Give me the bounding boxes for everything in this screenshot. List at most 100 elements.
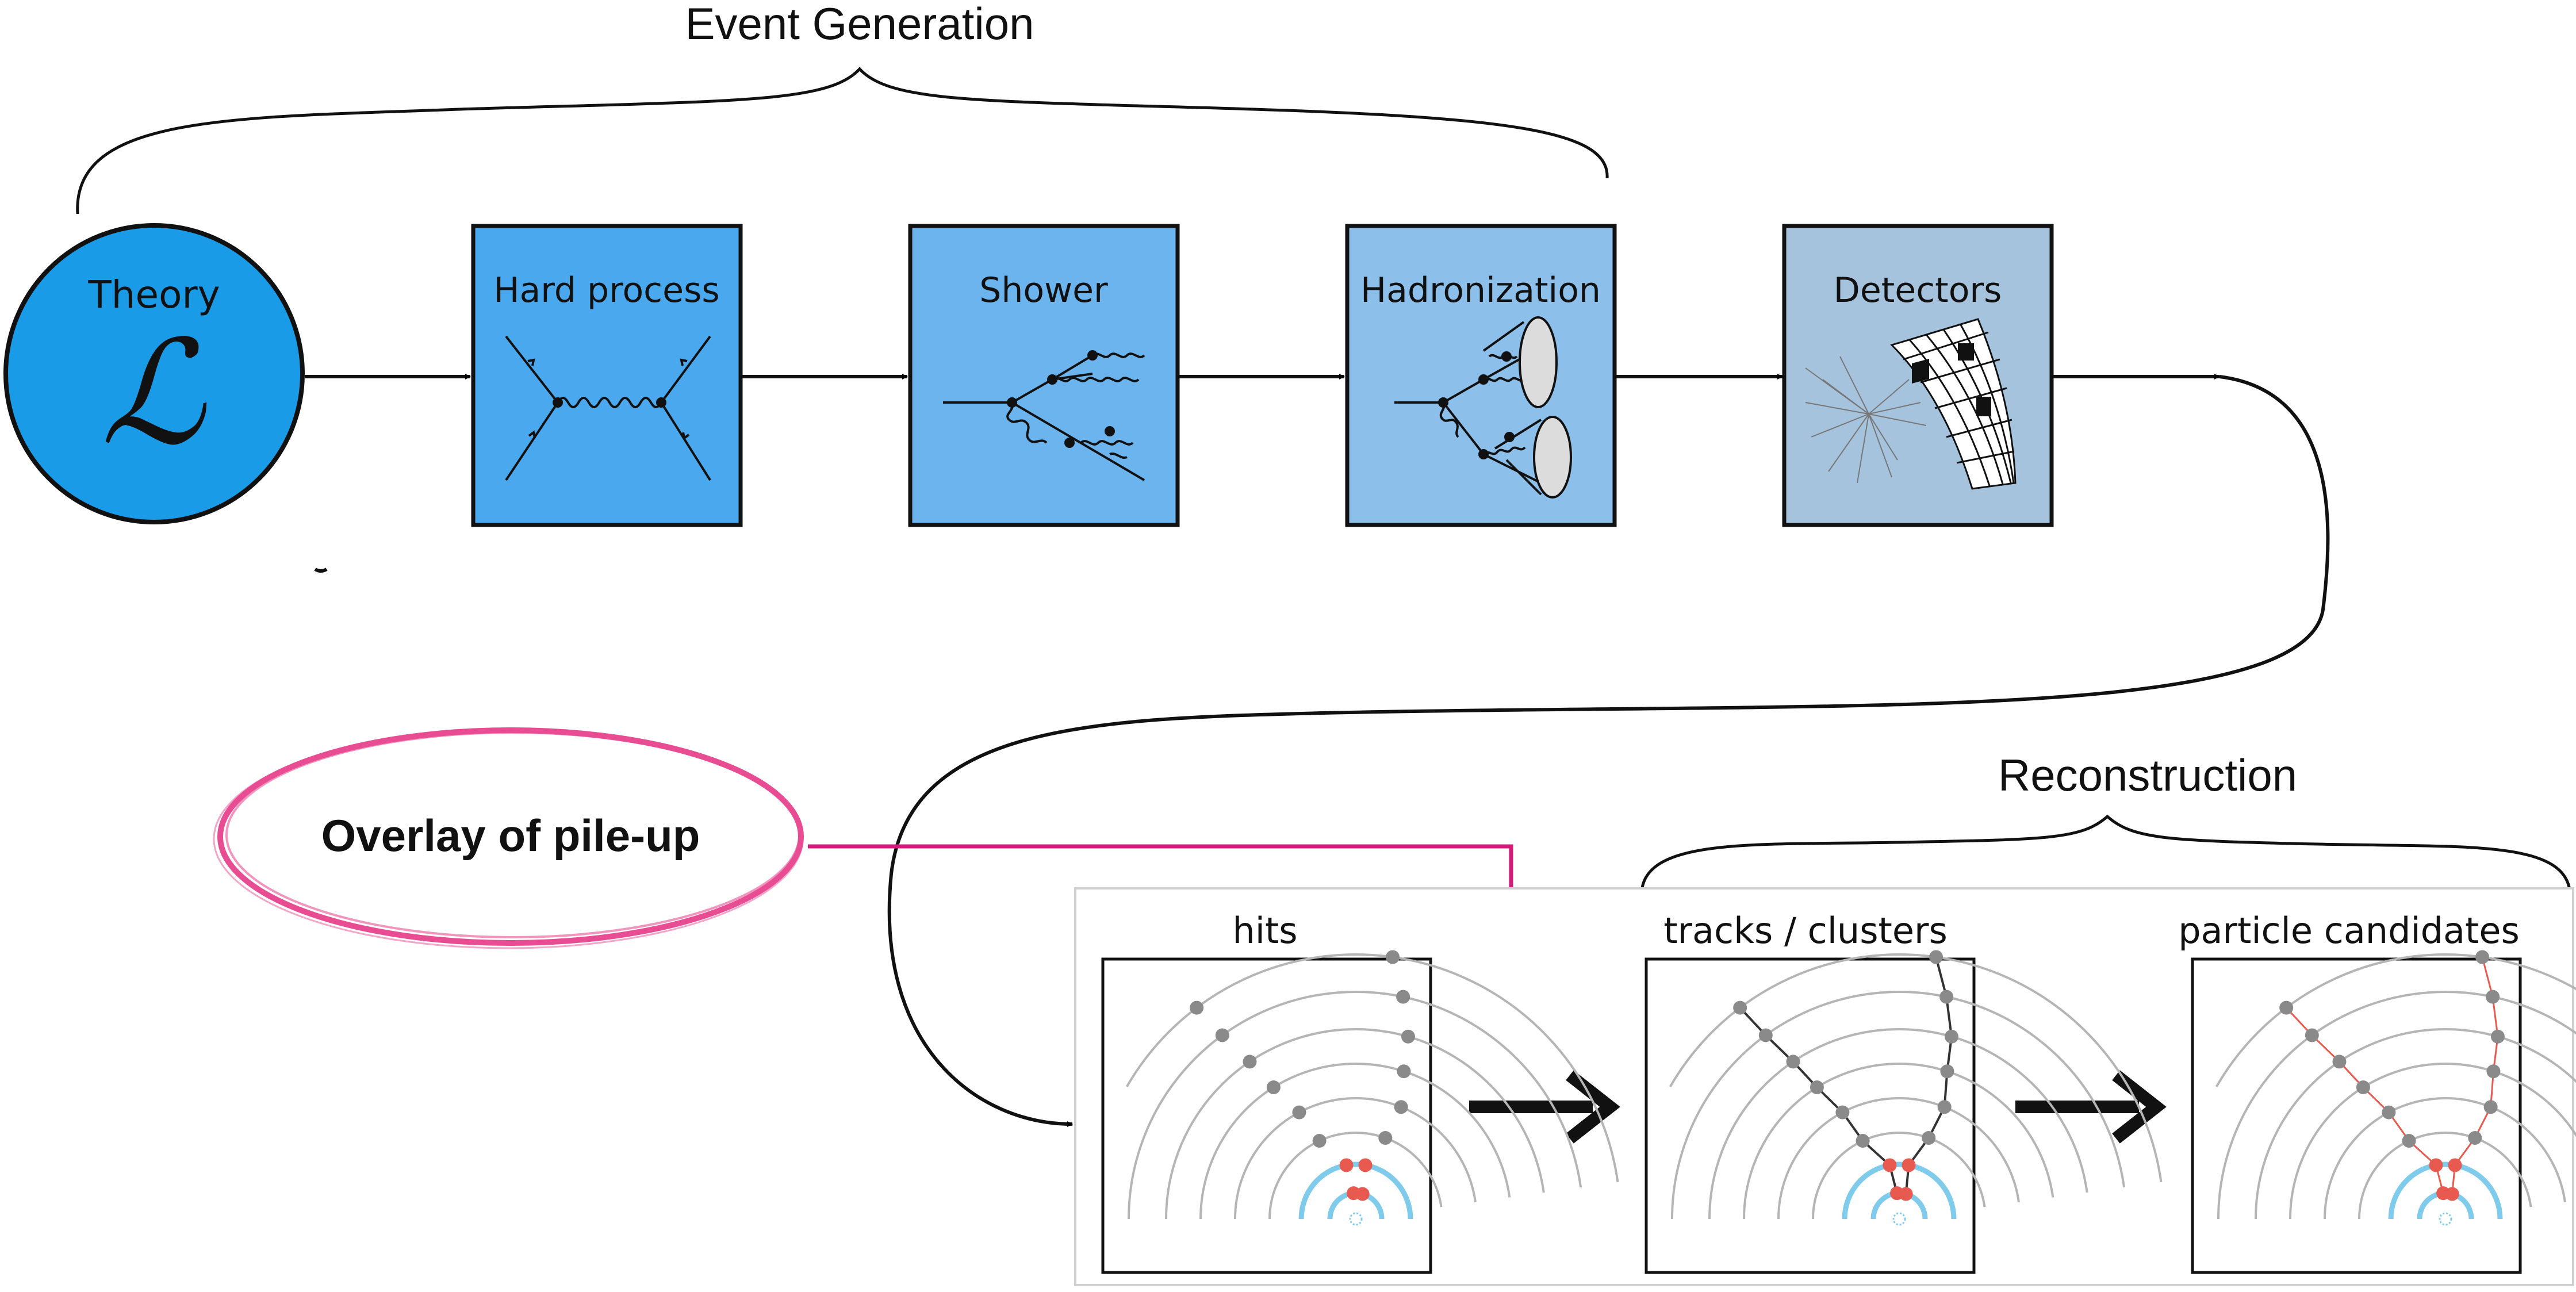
panel-hits: [1101, 957, 1432, 1274]
hit-point: [2490, 1029, 2505, 1044]
pileup-ellipse: Overlay of pile-up: [213, 727, 804, 949]
vertex-marker: [1349, 1212, 1363, 1226]
vertex-marker: [2439, 1212, 2452, 1226]
hit-point: [1312, 1134, 1327, 1148]
hit-point: [1899, 1187, 1913, 1201]
hit-point: [1940, 1064, 1954, 1079]
outer-layer-arc: [2324, 1097, 2566, 1220]
hit-point: [1358, 1158, 1373, 1172]
lagrangian-symbol: ℒ: [101, 309, 209, 477]
arrow-tracks-to-candidates: [2015, 1070, 2167, 1144]
hit-point: [1401, 1029, 1415, 1044]
hit-point: [1292, 1105, 1306, 1120]
event-generation-brace: [76, 67, 1609, 214]
hit-point: [1939, 990, 1954, 1004]
panel-title-tracks: tracks / clusters: [1663, 910, 1948, 952]
hadronization-box: Hadronization: [1345, 224, 1617, 527]
hit-point: [2486, 990, 2500, 1004]
theory-label: Theory: [87, 273, 220, 317]
hit-point: [1758, 1028, 1773, 1042]
hadronization-icon: [1394, 316, 1572, 499]
hit-point: [1355, 1187, 1370, 1201]
hit-point: [2382, 1105, 2396, 1120]
outer-layer-arc: [1165, 1028, 1545, 1220]
hit-point: [2448, 1158, 2462, 1172]
hit-point: [1396, 990, 1410, 1004]
outer-layer-arc: [1743, 1063, 2054, 1220]
feynman-diagram-icon: [505, 335, 711, 481]
inner-layer-arc: [2388, 1161, 2503, 1220]
hit-point: [1937, 1100, 1952, 1114]
hit-point: [1339, 1158, 1354, 1172]
outer-layer-arc: [2358, 1132, 2532, 1220]
hit-point: [2468, 1131, 2482, 1145]
theory-node: Theory ℒ: [3, 223, 305, 524]
hit-point: [1856, 1134, 1870, 1148]
hit-point: [1378, 1131, 1393, 1145]
hit-point: [1902, 1158, 1916, 1172]
shower-label: Shower: [979, 270, 1108, 310]
hit-point: [1215, 1028, 1229, 1042]
panel-title-hits: hits: [1232, 910, 1297, 952]
hit-point: [1810, 1080, 1824, 1095]
hit-point: [1190, 1000, 1204, 1015]
detectors-box: Detectors: [1782, 224, 2054, 527]
hadronization-label: Hadronization: [1360, 270, 1601, 310]
hit-point: [1944, 1029, 1958, 1044]
outer-layer-arc: [1708, 1028, 2088, 1220]
inner-layer-arc: [1842, 1161, 1957, 1220]
hit-point: [1397, 1064, 1411, 1079]
hit-point: [2475, 950, 2490, 964]
hits-panel-content: [1125, 950, 1619, 1226]
reconstruction-label: Reconstruction: [1998, 750, 2297, 800]
hit-point: [2305, 1028, 2319, 1042]
hit-point: [2402, 1134, 2416, 1148]
hit-point: [1243, 1055, 1257, 1069]
hard-process-box: Hard process: [471, 224, 743, 527]
hit-point: [2356, 1080, 2370, 1095]
panel-candidates: [2191, 957, 2522, 1274]
outer-layer-arc: [1777, 1097, 2020, 1220]
hit-point: [2332, 1055, 2347, 1069]
hit-point: [1786, 1055, 1800, 1069]
hit-point: [1266, 1080, 1281, 1095]
vertex-marker: [1892, 1212, 1906, 1226]
hit-point: [2445, 1187, 2459, 1201]
hit-point: [2486, 1064, 2501, 1079]
hit-point: [1835, 1105, 1850, 1120]
detector-to-reconstruction-curve: [887, 375, 2330, 1127]
panel-title-candidates: particle candidates: [2178, 910, 2520, 952]
outer-layer-arc: [1128, 991, 1582, 1220]
inner-layer-arc: [1298, 1161, 1413, 1220]
outer-layer-arc: [1268, 1132, 1443, 1220]
event-generation-label: Event Generation: [685, 0, 1034, 49]
hard-process-label: Hard process: [493, 270, 719, 310]
theory-small-tick: [314, 568, 328, 573]
panel-tracks: [1644, 957, 1976, 1274]
outer-layer-arc: [1812, 1132, 1986, 1220]
reconstruction-brace: [1640, 814, 2572, 898]
hit-point: [2483, 1100, 2498, 1114]
hit-point: [1883, 1158, 1897, 1172]
shower-box: Shower: [908, 224, 1180, 527]
outer-layer-arc: [2217, 991, 2576, 1220]
hit-point: [1386, 950, 1400, 964]
parton-shower-icon: [943, 350, 1145, 481]
hit-point: [1733, 1000, 1747, 1015]
hit-point: [1922, 1131, 1936, 1145]
hit-point: [1394, 1100, 1408, 1114]
outer-layer-arc: [1199, 1063, 1511, 1220]
hit-point: [2279, 1000, 2294, 1015]
hit-point: [2429, 1158, 2443, 1172]
hit-point: [1929, 950, 1943, 964]
pileup-label: Overlay of pile-up: [321, 810, 700, 861]
outer-layer-arc: [1671, 991, 2126, 1220]
tracks-panel-content: [1669, 950, 2163, 1226]
candidates-panel-content: [2215, 950, 2576, 1226]
outer-layer-arc: [1234, 1097, 1477, 1220]
outer-layer-arc: [2289, 1063, 2576, 1220]
outer-layer-arc: [2255, 1028, 2576, 1220]
detectors-label: Detectors: [1834, 270, 2002, 310]
detector-event-icon: [1805, 318, 2017, 490]
